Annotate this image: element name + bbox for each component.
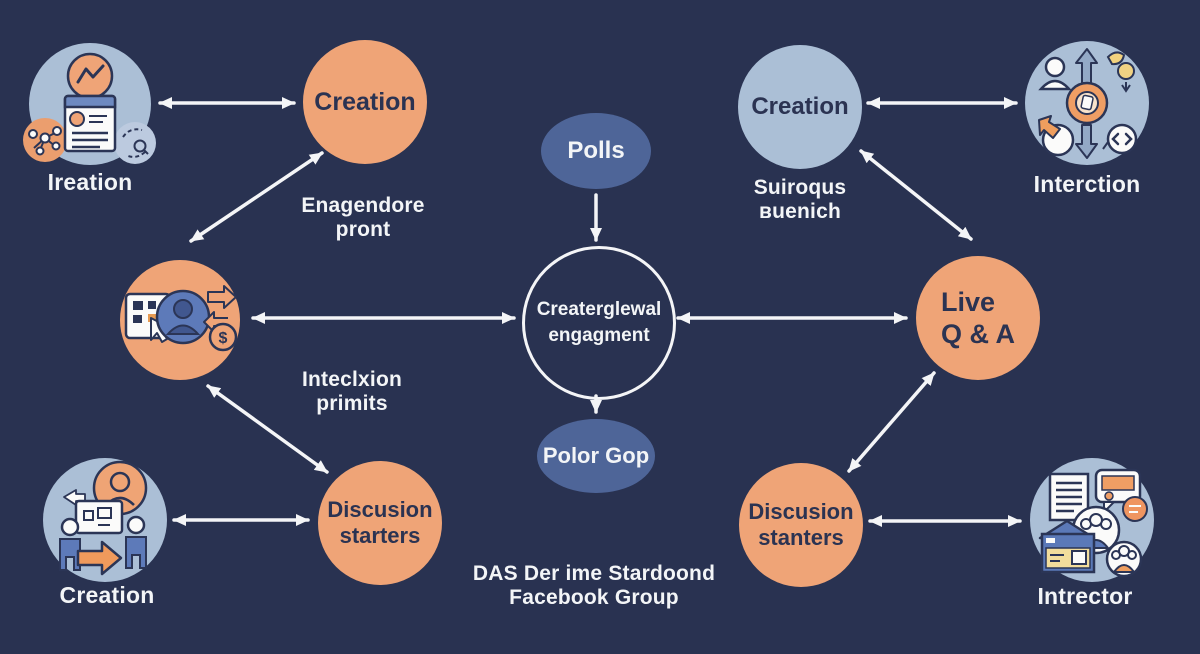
svg-text:$: $ [219, 330, 228, 347]
leaf-drop-icon [1106, 51, 1135, 93]
node-creation-top-left-label: Creation [314, 87, 416, 116]
hatch-arrow-icon [1038, 115, 1075, 157]
forward-arrow-icon [76, 540, 123, 576]
label-creation-bottom-left: Creation [59, 582, 155, 608]
money-transfer-icon: $ [203, 285, 238, 352]
members-orange-icon [1105, 540, 1143, 578]
caption-suiroqus: Suiroqus ʙuenich [753, 176, 847, 223]
person-icon [1038, 56, 1072, 91]
refresh-core-icon [1065, 81, 1109, 125]
screen-icon [74, 499, 124, 535]
person-left-icon [59, 517, 81, 571]
label-intrector: Intrector [1037, 583, 1133, 609]
document-icon [63, 94, 117, 153]
caption-inteclxion-primits: Inteclxion primits [301, 368, 403, 415]
app-user-transfer-icon: $ [124, 285, 238, 352]
content-analytics-cluster-icon [23, 43, 156, 165]
search-cycle-icon [114, 122, 156, 164]
node-polor-gop: Polor Gop [537, 419, 655, 493]
label-ireation: Ireation [47, 169, 133, 195]
node-discussion-starters-right: Discusion stanters [739, 463, 863, 587]
speech-bubble-icon [1094, 468, 1142, 515]
node-interaction-left: $ [120, 260, 240, 380]
node-live-qa: Live Q & A [916, 256, 1040, 380]
collaboration-cluster-icon [43, 458, 167, 582]
node-discussion-starters-left: Discusion starters [318, 461, 442, 585]
community-cluster-icon [1030, 458, 1154, 582]
trend-chart-icon [66, 52, 114, 100]
chat-blob-icon [1122, 496, 1148, 522]
code-circle-icon [1102, 123, 1138, 155]
node-creation-top-left: Creation [303, 40, 427, 164]
interaction-cycle-cluster-icon [1025, 41, 1149, 165]
user-avatar-icon [155, 289, 211, 345]
group-page-icon [1038, 519, 1096, 574]
caption-facebook-group: DAS Der ime Stardoond Facebook Group [472, 562, 716, 609]
node-hub-engagement: Createrglewal engagment [522, 246, 676, 400]
node-polls: Polls [541, 113, 651, 189]
label-interction: Interction [1033, 171, 1141, 197]
down-arrow-icon [1075, 124, 1098, 159]
node-creation-top-right: Creation [738, 45, 862, 169]
network-icon [23, 118, 67, 162]
person-right-icon [125, 515, 147, 569]
caption-enagendore-pront: Enagendore pront [301, 194, 425, 241]
